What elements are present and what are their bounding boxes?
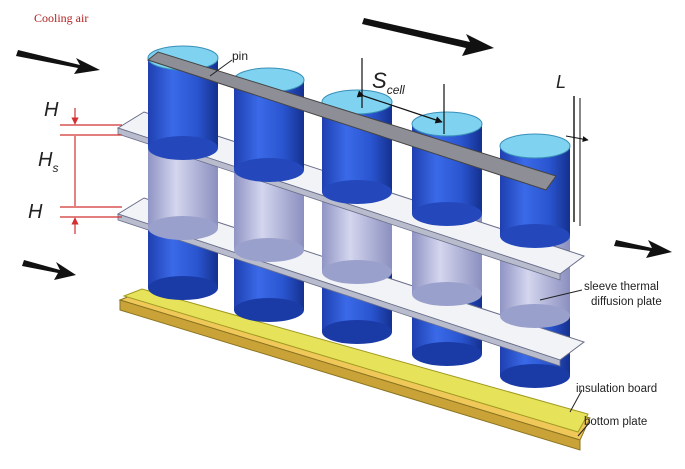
hs-label: Hs bbox=[38, 149, 58, 175]
cell-top-cap bbox=[499, 133, 571, 159]
cell-bottom-base bbox=[322, 320, 392, 344]
cell-top-base bbox=[322, 180, 392, 204]
s-cell-label: Scell bbox=[372, 68, 405, 97]
insulation-label: insulation board bbox=[576, 383, 657, 395]
sleeve-leader bbox=[539, 289, 583, 301]
cooling-air-label: Cooling air bbox=[34, 11, 88, 25]
cell-group bbox=[116, 45, 586, 388]
s-cell-dimension bbox=[356, 90, 443, 124]
upper-sleeve-plate-edge bbox=[117, 127, 561, 281]
cell-sleeve-base bbox=[500, 304, 570, 328]
airflow-arrow-icon bbox=[22, 260, 76, 280]
cell-top-base bbox=[148, 136, 218, 160]
bottom-plate-front bbox=[119, 299, 581, 451]
cell-sleeve-base bbox=[412, 282, 482, 306]
bottom-leader bbox=[577, 421, 591, 437]
cell-top-base bbox=[412, 202, 482, 226]
cell-top-base bbox=[500, 224, 570, 248]
pin-bar bbox=[146, 51, 557, 191]
cell-bottom-base bbox=[412, 342, 482, 366]
h-top-label: H bbox=[44, 99, 59, 121]
cell-bottom-base bbox=[148, 276, 218, 300]
l-dimension bbox=[565, 135, 589, 142]
airflow-arrow-icon bbox=[16, 50, 100, 74]
h-bottom-label: H bbox=[28, 201, 43, 223]
cell-bottom-base bbox=[234, 298, 304, 322]
airflow-arrow-icon bbox=[614, 240, 672, 258]
sleeve-label-1: sleeve thermal bbox=[584, 281, 659, 293]
insulation-leader bbox=[569, 389, 583, 413]
cell-top-base bbox=[234, 158, 304, 182]
lower-sleeve-plate-edge bbox=[117, 213, 561, 367]
bottom-plate-label: bottom plate bbox=[584, 416, 647, 428]
cell-sleeve-base bbox=[148, 216, 218, 240]
cell-sleeve-base bbox=[322, 260, 392, 284]
cell-sleeve-base bbox=[234, 238, 304, 262]
cell-bottom-base bbox=[500, 364, 570, 388]
pin-leader bbox=[209, 59, 233, 77]
sleeve-label-2: diffusion plate bbox=[591, 296, 662, 308]
airflow-arrow-icon bbox=[362, 18, 494, 56]
pin-label: pin bbox=[232, 49, 248, 63]
insulation-board bbox=[122, 288, 589, 433]
cell-top-segment bbox=[500, 146, 570, 236]
l-label: L bbox=[556, 72, 566, 92]
